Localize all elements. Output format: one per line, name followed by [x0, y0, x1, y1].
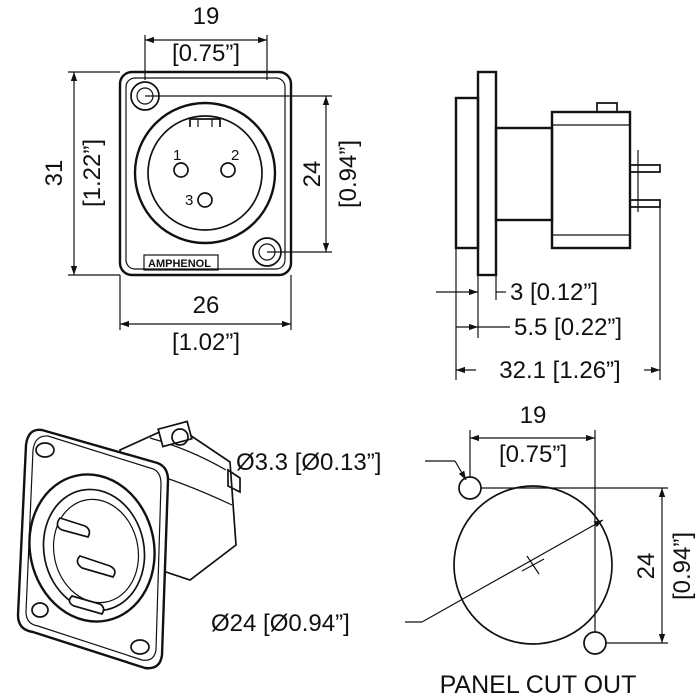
iso-solder-cup	[227, 468, 241, 494]
iso-ring-inner	[42, 488, 146, 612]
cutout-title: PANEL CUT OUT	[440, 671, 637, 699]
front-flange-in: [1.02”]	[172, 329, 240, 356]
front-flange-mm: 26	[193, 292, 220, 319]
side-body-offset: 5.5 [0.22”]	[514, 314, 622, 341]
cutout-hole-diameter: Ø3.3 [Ø0.13”]	[236, 449, 381, 476]
front-latch-detail	[197, 119, 213, 127]
side-solder-cup-upper	[630, 164, 661, 173]
side-flange	[476, 70, 498, 277]
cutout-height-in: [0.94”]	[669, 532, 696, 600]
side-view: 3 [0.12”] 5.5 [0.22”] 32.1 [1.26”]	[436, 70, 661, 384]
brand-label: AMPHENOL	[148, 258, 211, 270]
iso-release-tab	[157, 420, 193, 448]
iso-ring-core	[52, 498, 140, 604]
cutout-main-circle	[453, 485, 613, 645]
brand-plate	[143, 254, 219, 271]
side-rear-housing	[550, 110, 632, 250]
front-latch	[189, 118, 221, 127]
pin-1-hole	[173, 162, 189, 178]
cutout-hole-top	[458, 476, 482, 500]
pin-3-label: 3	[185, 192, 193, 209]
front-inner-height-in: [0.94”]	[335, 140, 362, 208]
pin-3-hole	[197, 192, 213, 208]
iso-hole-bottom-right	[130, 639, 150, 655]
front-height-mm: 31	[41, 160, 68, 187]
side-front-cap	[454, 96, 480, 250]
side-flange-depth: 3 [0.12”]	[510, 279, 598, 306]
cutout-hole-bottom	[583, 631, 607, 655]
side-total-length: 32.1 [1.26”]	[499, 357, 620, 384]
front-inner-height-mm: 24	[299, 161, 326, 188]
side-solder-cup-lower	[630, 199, 661, 208]
isometric-view	[16, 420, 241, 670]
iso-pin-3	[68, 595, 105, 615]
pin-2-hole	[220, 162, 236, 178]
cutout-height-mm: 24	[633, 553, 660, 580]
pin-2-label: 2	[231, 147, 239, 164]
front-width-mm: 19	[193, 3, 220, 30]
pin-1-label: 1	[173, 147, 181, 164]
side-body	[494, 126, 554, 222]
iso-pin-2	[76, 555, 116, 578]
cutout-width-in: [0.75”]	[499, 441, 567, 468]
iso-pin-1	[56, 517, 91, 538]
front-ring-outer	[133, 101, 277, 245]
cutout-width-mm: 19	[520, 402, 547, 429]
front-ring-inner	[147, 115, 263, 231]
iso-hole-top	[35, 442, 55, 458]
side-release-tab	[596, 102, 618, 112]
front-flange-inner	[125, 77, 286, 270]
front-width-in: [0.75”]	[172, 40, 240, 67]
iso-hole-bottom-left	[31, 602, 49, 618]
iso-ring-outer	[28, 473, 156, 623]
panel-cutout-view: Ø3.3 [Ø0.13”] Ø24 [Ø0.94”] 19 [0.75”] 24…	[211, 402, 696, 699]
front-view: 1 2 3 AMPHENOL 19 [0.75”] 31 [1.22”] 24 …	[41, 3, 362, 356]
cutout-main-diameter: Ø24 [Ø0.94”]	[211, 610, 350, 637]
front-flange	[118, 70, 293, 277]
front-height-in: [1.22”]	[79, 139, 106, 207]
